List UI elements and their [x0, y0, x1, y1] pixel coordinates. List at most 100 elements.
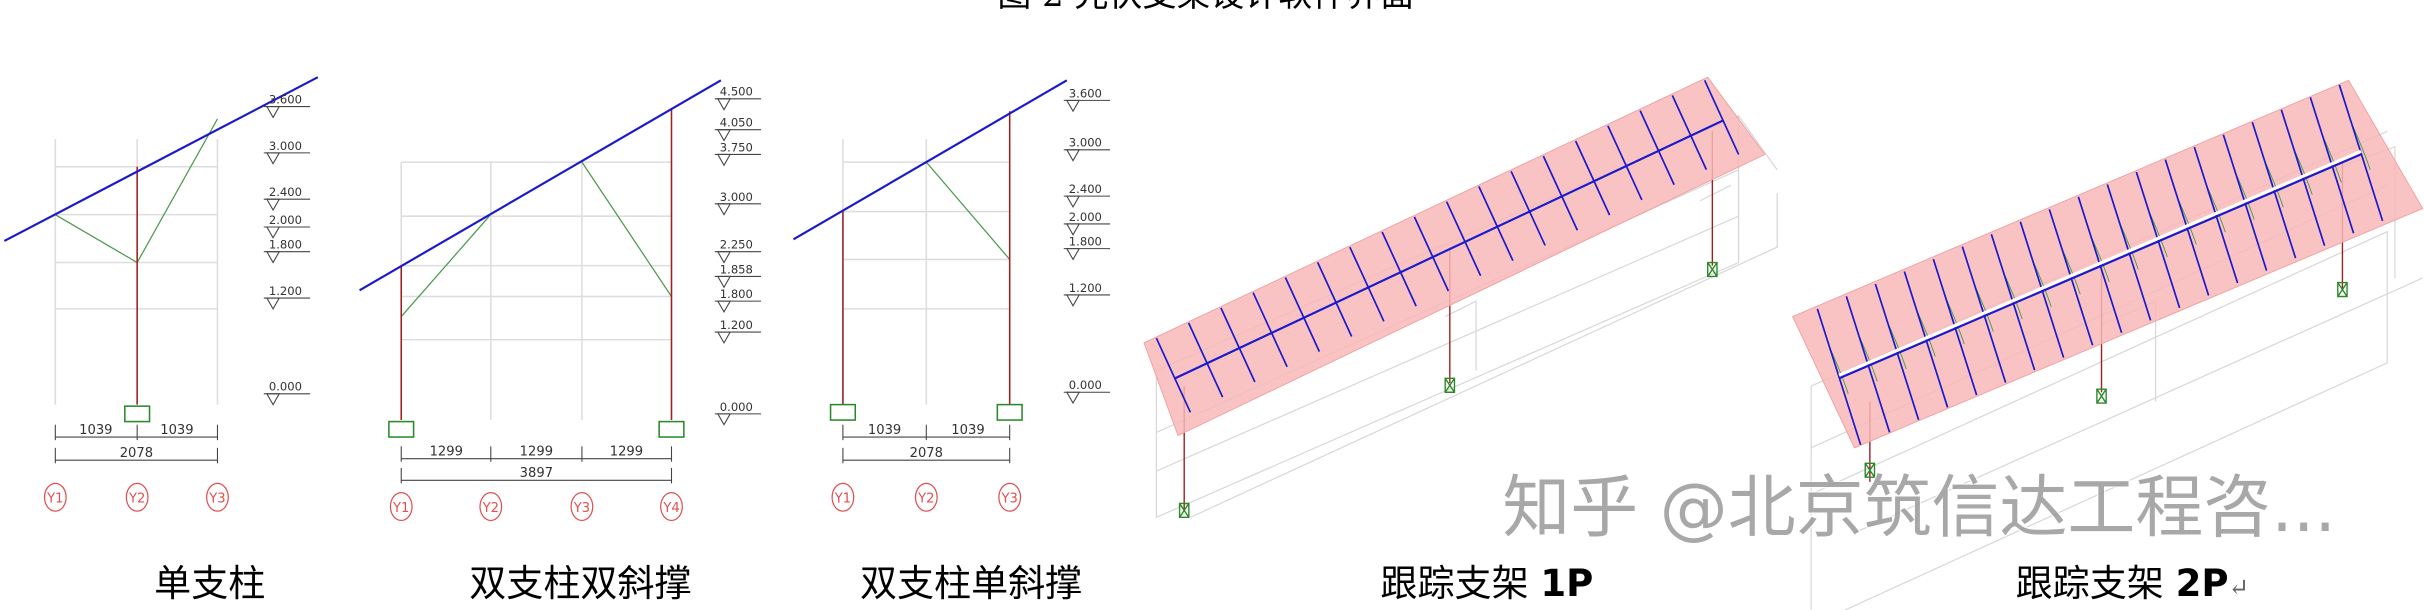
- purlin: [1187, 322, 1224, 398]
- elevation-marker-icon: [1065, 391, 1081, 405]
- caption-double-column-double-brace: 双支柱双斜撑: [469, 562, 691, 605]
- rafter-beam: [359, 79, 722, 292]
- axis-bubble: [998, 482, 1022, 512]
- diagonal-brace: [400, 215, 490, 317]
- purlin: [1381, 231, 1417, 307]
- elevation-marker-icon: [716, 300, 732, 314]
- elevation-marker-icon: [716, 129, 732, 142]
- elevation-label: 1.800: [720, 287, 753, 301]
- wireframe-box: [1810, 230, 2388, 610]
- elevation-marker-icon: [265, 393, 281, 406]
- panel-tracker-1p: [1143, 76, 1778, 519]
- axis-bubble: [43, 482, 67, 512]
- watermark: 知乎 @北京筑信达工程咨...: [1502, 469, 2336, 548]
- elevation-label: 2.400: [269, 185, 302, 199]
- elevation-label: 1.858: [720, 262, 753, 276]
- elevation-label: 0.000: [269, 380, 302, 394]
- elevation-label: 2.250: [720, 238, 753, 252]
- panel-tracker-2p: [1792, 79, 2424, 610]
- elevation-marker-icon: [716, 251, 732, 264]
- span-dimension: 1039: [160, 423, 193, 438]
- support-icon: [1864, 462, 1876, 478]
- span-dimension: 1299: [520, 445, 553, 460]
- elevation-label: 1.200: [1069, 281, 1102, 295]
- purlin: [1155, 337, 1192, 413]
- caption-bold: 1P: [1540, 562, 1593, 605]
- elevation-marker-icon: [265, 297, 281, 310]
- axis-label: Y3: [208, 492, 225, 507]
- purlin: [1816, 308, 1862, 446]
- elevation-marker-icon: [265, 251, 281, 264]
- purlin: [1445, 201, 1482, 277]
- diagonal-brace: [925, 161, 1011, 260]
- total-dimension: 2078: [910, 446, 943, 461]
- elevation-label: 1.200: [269, 284, 302, 298]
- axis-bubble: [660, 492, 683, 522]
- total-dimension: 2078: [120, 446, 153, 461]
- axis-label: Y4: [662, 501, 679, 516]
- elevation-marker-icon: [265, 198, 281, 212]
- axis-label: Y1: [46, 492, 63, 507]
- support-icon: [1707, 261, 1718, 278]
- span-dimension: 1299: [430, 445, 463, 460]
- axis-label: Y2: [917, 492, 934, 507]
- rafter-beam: [792, 79, 1068, 241]
- elevation-marker-icon: [1065, 195, 1081, 209]
- axis-bubble: [206, 482, 229, 512]
- span-dimension: 1039: [868, 423, 901, 438]
- span-dimension: 1039: [951, 423, 984, 438]
- purlin: [1252, 292, 1288, 368]
- column-base: [996, 403, 1023, 421]
- elevation-marker-icon: [716, 331, 732, 344]
- panel-double-column-double-brace: 4.5004.0503.7503.0002.2501.8581.8001.200…: [359, 79, 762, 522]
- axis-label: Y1: [392, 501, 409, 516]
- purlin: [1349, 246, 1385, 322]
- elevation-marker-icon: [716, 98, 732, 111]
- elevation-label: 3.750: [720, 140, 753, 154]
- support-icon: [1178, 502, 1190, 519]
- elevation-marker-icon: [716, 203, 732, 216]
- diagonal-brace: [55, 214, 138, 264]
- elevation-marker-icon: [1065, 248, 1081, 261]
- elevation-label: 1.800: [1069, 235, 1102, 249]
- paragraph-mark: ↵: [2229, 573, 2250, 602]
- torque-tube: [1838, 153, 2362, 380]
- caption-tracker-2p: 跟踪支架 2P↵: [2016, 562, 2250, 605]
- elevation-label: 3.000: [269, 139, 302, 153]
- axis-bubble: [914, 482, 938, 512]
- caption-tracker-1p: 跟踪支架 1P: [1380, 562, 1593, 605]
- elevation-marker-icon: [265, 152, 281, 165]
- elevation-marker-icon: [265, 106, 281, 119]
- elevation-marker-icon: [1065, 294, 1081, 307]
- caption-text: 跟踪支架: [2016, 562, 2176, 605]
- purlin: [1478, 186, 1514, 261]
- column-base: [658, 420, 685, 438]
- elevation-label: 3.600: [269, 92, 302, 106]
- elevation-marker-icon: [1065, 99, 1081, 113]
- tube-highlight: [1838, 149, 2362, 377]
- axis-label: Y1: [834, 492, 851, 507]
- column-base: [388, 420, 415, 438]
- support-icon: [2096, 388, 2107, 404]
- elevation-label: 0.000: [1069, 378, 1102, 392]
- elevation-marker-icon: [1065, 149, 1081, 162]
- elevation-marker-icon: [716, 153, 732, 167]
- torque-tube: [1174, 119, 1724, 380]
- rafter-beam: [3, 76, 319, 242]
- purlin: [1316, 261, 1353, 337]
- pv-module-plane: [1143, 76, 1766, 437]
- elevation-marker-icon: [716, 275, 732, 289]
- elevation-marker-icon: [265, 226, 281, 239]
- purlin: [1607, 125, 1643, 201]
- elevation-label: 2.000: [269, 213, 302, 227]
- support-icon: [1444, 377, 1456, 393]
- elevation-label: 2.000: [1069, 210, 1102, 224]
- purlin: [1671, 95, 1708, 170]
- total-dimension: 3897: [520, 466, 553, 481]
- axis-bubble: [125, 482, 149, 512]
- axis-label: Y3: [573, 501, 590, 516]
- support-icon: [2337, 281, 2348, 298]
